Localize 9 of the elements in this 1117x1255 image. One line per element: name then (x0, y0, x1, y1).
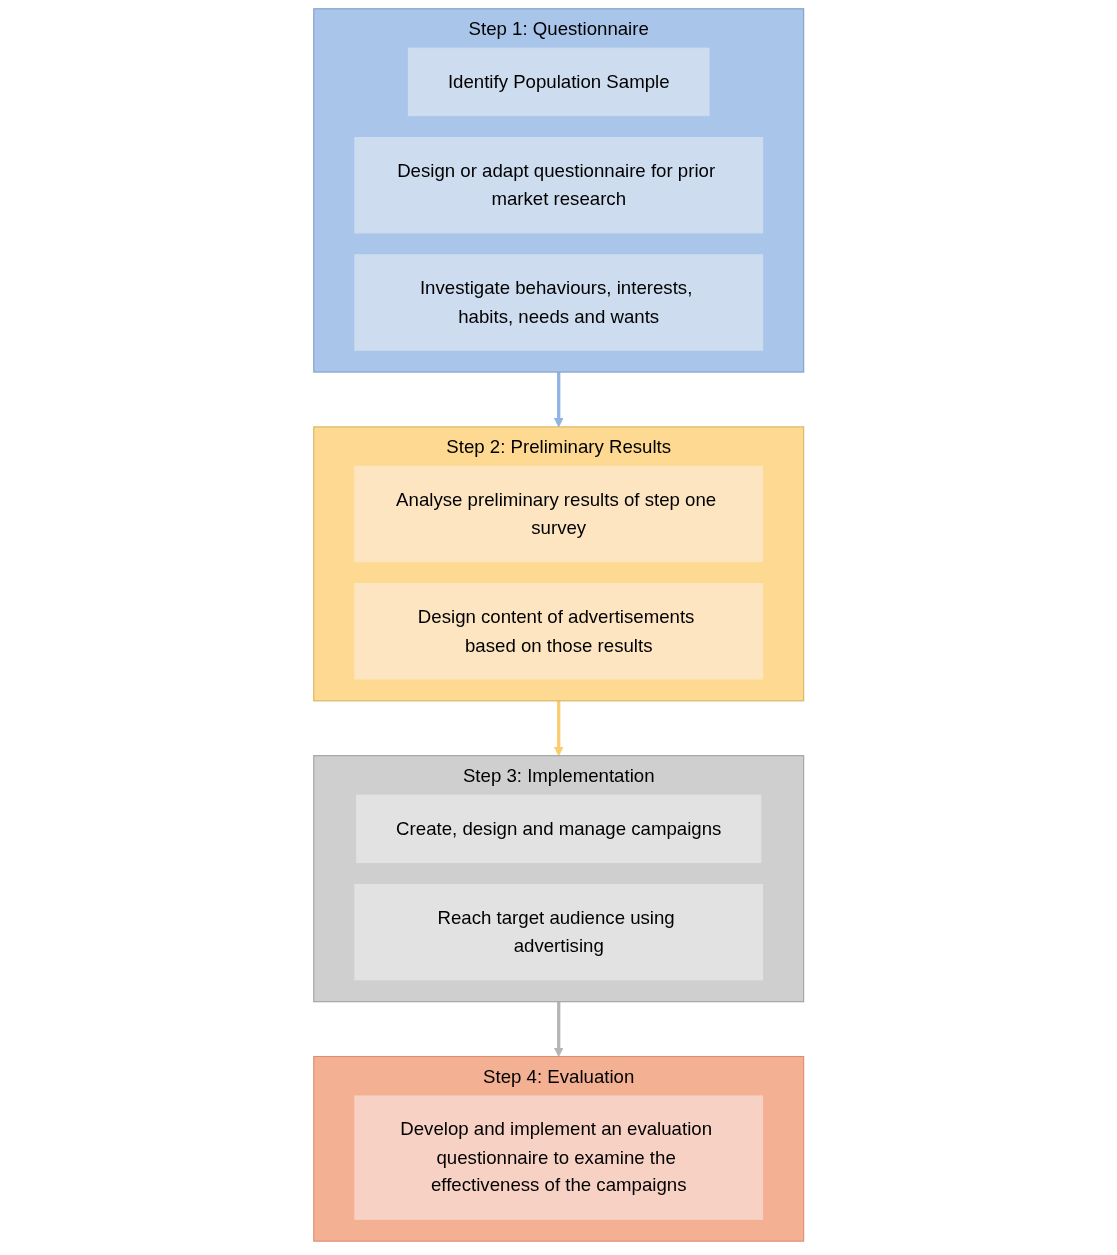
arrow (553, 1001, 564, 1057)
node-box: Develop and implement an evaluation questionnaire to examine the effectiveness of the campaigns (354, 1095, 763, 1220)
arrow (553, 372, 564, 428)
arrow (553, 700, 564, 757)
node-box: Investigate behaviours, interests, habits, needs and wants (354, 254, 763, 351)
node-box: Identify Population Sample (407, 47, 710, 117)
node-box: Design or adapt questionnaire for prior market research (354, 137, 763, 234)
node-box: Design content of advertisements based on those results (354, 583, 763, 680)
node-box: Analyse preliminary results of step one survey (354, 465, 763, 563)
